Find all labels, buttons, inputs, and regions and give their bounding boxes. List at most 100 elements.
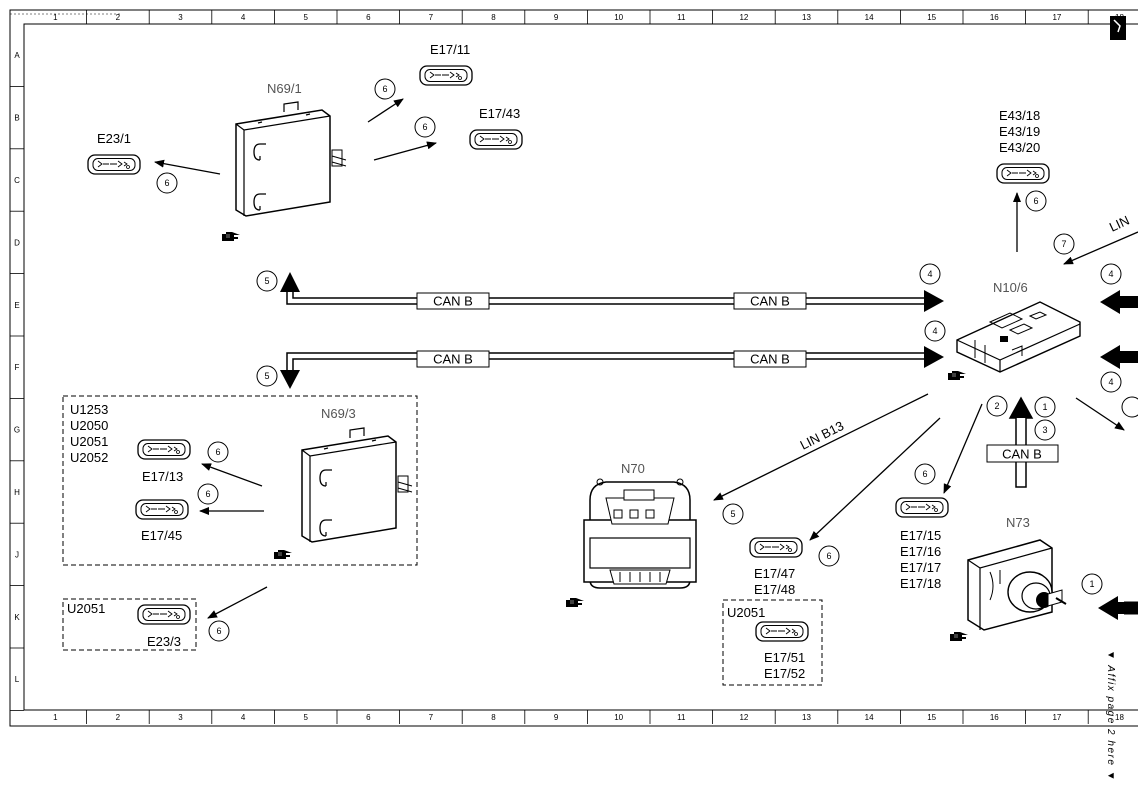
- can-arrow-right-upper: [1100, 290, 1138, 314]
- module-label-n69-3: N69/3: [321, 406, 356, 421]
- callout-1: 1: [1034, 396, 1056, 418]
- lamp-label-e17-16: E17/16: [900, 544, 941, 559]
- grid-column-label: 15: [927, 13, 936, 22]
- grid-row-label: G: [14, 426, 20, 435]
- can-arrow-right-n73: [1098, 596, 1138, 620]
- can-b-label: CAN B: [433, 352, 473, 367]
- lamp-e17-43-icon: [469, 129, 523, 150]
- module-label-n70: N70: [621, 461, 645, 476]
- callout-6: 6: [414, 116, 436, 138]
- svg-text:6: 6: [422, 122, 427, 132]
- grid-column-label: 5: [303, 713, 308, 722]
- callout-4: 4: [1100, 263, 1122, 285]
- arrow-to-e17-15: [943, 403, 983, 494]
- can-bus-vertical: CAN B: [986, 396, 1059, 488]
- grid-column-label: 7: [429, 713, 434, 722]
- option-code-mid: U2051: [727, 605, 765, 620]
- can-arrow-right-lower: [1100, 345, 1138, 369]
- grid-column-label: 9: [554, 13, 559, 22]
- arrow-to-e23-3: [207, 586, 268, 619]
- arrow-to-e17-13: [201, 463, 263, 487]
- grid-column-label: 8: [491, 13, 496, 22]
- lamp-e17-11-icon: [419, 65, 473, 86]
- lin-arrow-in: [1063, 231, 1138, 265]
- arrow-to-e17-11: [367, 98, 404, 123]
- grid-column-label: 4: [241, 713, 246, 722]
- lamp-e17-47-icon: [749, 537, 803, 558]
- callout-6: 6: [207, 441, 229, 463]
- lamp-label-e17-48: E17/48: [754, 582, 795, 597]
- option-code-u2050: U2050: [70, 418, 108, 433]
- lamp-label-e17-18: E17/18: [900, 576, 941, 591]
- option-code-u2052: U2052: [70, 450, 108, 465]
- callout-3: 3: [1034, 419, 1056, 441]
- option-code-u2051: U2051: [70, 434, 108, 449]
- lamp-label-e17-13: E17/13: [142, 469, 183, 484]
- lamp-e17-45-icon: [135, 499, 189, 520]
- callout-6: 6: [208, 620, 230, 642]
- lamp-label-e23-1: E23/1: [97, 131, 131, 146]
- module-label-n69-1: N69/1: [267, 81, 302, 96]
- grid-row-label: A: [14, 51, 20, 60]
- svg-text:3: 3: [1042, 425, 1047, 435]
- lamp-label-e17-43: E17/43: [479, 106, 520, 121]
- dashed-option-box-upper: [62, 395, 418, 566]
- overhead-control-panel-n70: [583, 478, 697, 589]
- module-label-n73: N73: [1006, 515, 1030, 530]
- grid-column-label: 13: [802, 713, 811, 722]
- sheet-corner-icon: [1110, 16, 1126, 40]
- callout-4: 4: [919, 263, 941, 285]
- lamp-label-e43-19: E43/19: [999, 124, 1040, 139]
- lamp-label-e17-47: E17/47: [754, 566, 795, 581]
- grid-column-label: 8: [491, 713, 496, 722]
- lamp-label-e17-11: E17/11: [430, 42, 470, 57]
- control-unit-n69-1: [235, 101, 347, 217]
- lamp-e17-15-icon: [895, 497, 949, 518]
- module-label-n10-6: N10/6: [993, 280, 1028, 295]
- callout-5: 5: [256, 270, 278, 292]
- can-bus-upper: CAN B CAN B: [280, 272, 944, 312]
- lamp-label-e17-17: E17/17: [900, 560, 941, 575]
- lamp-label-e43-18: E43/18: [999, 108, 1040, 123]
- pointer-hand-icon: [949, 631, 969, 642]
- grid-column-label: 1: [53, 13, 58, 22]
- grid-column-label: 14: [865, 713, 874, 722]
- svg-text:6: 6: [215, 447, 220, 457]
- grid-row-label: F: [15, 363, 20, 372]
- grid-column-label: 1: [53, 713, 58, 722]
- grid-column-label: 4: [241, 13, 246, 22]
- grid-column-label: 3: [178, 713, 183, 722]
- grid-column-label: 12: [739, 713, 748, 722]
- grid-row-label: D: [14, 238, 20, 247]
- svg-text:2: 2: [994, 401, 999, 411]
- svg-text:4: 4: [927, 269, 932, 279]
- grid-column-label: 3: [178, 13, 183, 22]
- lin-b13-label: LIN B13: [798, 418, 847, 453]
- grid-row-label: E: [14, 301, 19, 310]
- lamp-e17-13-icon: [137, 439, 191, 460]
- arrow-right-edge: [1075, 397, 1125, 431]
- option-code-u1253: U1253: [70, 402, 108, 417]
- grid-column-label: 14: [865, 13, 874, 22]
- lamp-e23-3-icon: [137, 604, 191, 625]
- svg-text:1: 1: [1042, 402, 1047, 412]
- svg-text:5: 5: [264, 276, 269, 286]
- svg-text:4: 4: [1108, 269, 1113, 279]
- lamp-e43-icon: [996, 163, 1050, 184]
- grid-column-label: 5: [303, 13, 308, 22]
- lamp-label-e23-3: E23/3: [147, 634, 181, 649]
- can-b-label: CAN B: [433, 294, 473, 309]
- can-b-label: CAN B: [1002, 447, 1042, 462]
- grid-column-label: 6: [366, 13, 371, 22]
- lamp-label-e17-45: E17/45: [141, 528, 182, 543]
- arrow-to-e17-47: [809, 417, 941, 541]
- callout-6: 6: [818, 545, 840, 567]
- lamp-label-e17-15: E17/15: [900, 528, 941, 543]
- grid-row-label: B: [14, 114, 19, 123]
- can-bus-lower: CAN B CAN B: [280, 346, 944, 389]
- grid-column-label: 13: [802, 13, 811, 22]
- lamp-label-e17-52: E17/52: [764, 666, 805, 681]
- dashed-option-box-lower: [62, 598, 197, 651]
- arrow-to-e17-43: [373, 141, 437, 161]
